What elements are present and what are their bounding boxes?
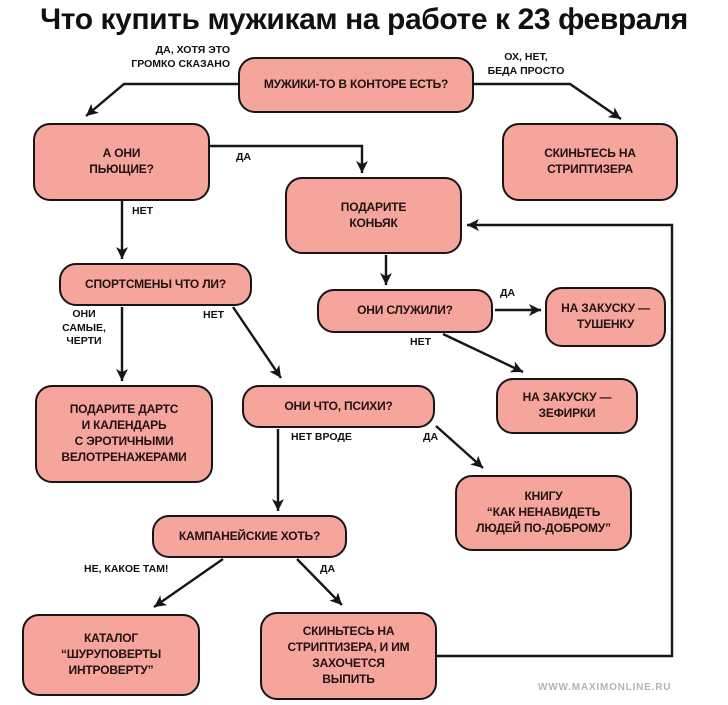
- node-result-catalog: КАТАЛОГ “ШУРУПОВЕРТЫ ИНТРОВЕРТУ”: [22, 614, 200, 696]
- node-result-stripper: СКИНЬТЕСЬ НА СТРИПТИЗЕРА: [502, 123, 678, 201]
- edge-label-drink-no: НЕТ: [132, 205, 153, 217]
- edge-label-company-yes: ДА: [320, 563, 336, 575]
- edge-label-exist-no: ОХ, НЕТ, БЕДА ПРОСТО: [487, 51, 565, 77]
- edge-stripper2-to-cognac-feedback: [437, 219, 674, 658]
- node-question-sociable: КАМПАНЕЙСКИЕ ХОТЬ?: [152, 515, 347, 558]
- node-result-zefirki: НА ЗАКУСКУ — ЗЕФИРКИ: [496, 378, 638, 434]
- edge-label-drink-yes: ДА: [236, 151, 252, 163]
- node-question-sportsmen: СПОРТСМЕНЫ ЧТО ЛИ?: [59, 263, 252, 306]
- edge-label-exist-yes: ДА, ХОТЯ ЭТО ГРОМКО СКАЗАНО: [131, 44, 230, 70]
- edge-sport-to-psycho: [232, 306, 282, 379]
- edge-label-sport-no: НЕТ: [203, 309, 224, 321]
- edge-exist-to-stripper1: [472, 82, 622, 120]
- node-result-book: КНИГУ “КАК НЕНАВИДЕТЬ ЛЮДЕЙ ПО-ДОБРОМУ”: [455, 475, 632, 551]
- edge-label-company-no: НЕ, КАКОЕ ТАМ!: [84, 563, 169, 575]
- edge-army-to-zefirki: [442, 332, 524, 374]
- node-question-drinkers: А ОНИ ПЬЮЩИЕ?: [33, 123, 210, 201]
- node-result-stripper-drink: СКИНЬТЕСЬ НА СТРИПТИЗЕРА, И ИМ ЗАХОЧЕТСЯ…: [260, 612, 437, 700]
- edge-psycho-to-book: [435, 425, 484, 469]
- node-result-cognac: ПОДАРИТЕ КОНЬЯК: [285, 177, 462, 254]
- edge-label-psycho-yes: ДА: [423, 431, 439, 443]
- edge-exist-to-drink: [85, 82, 240, 117]
- edge-drink-to-cognac: [208, 144, 368, 173]
- site-watermark: WWW.MAXIMONLINE.RU: [538, 682, 672, 693]
- edge-label-psycho-no: НЕТ ВРОДЕ: [291, 431, 352, 443]
- edge-label-sport-yes: ОНИ САМЫЕ, ЧЕРТИ: [62, 308, 106, 348]
- node-question-psycho: ОНИ ЧТО, ПСИХИ?: [242, 385, 435, 428]
- edge-label-army-yes: ДА: [500, 287, 516, 299]
- edge-company-to-catalog: [153, 558, 224, 608]
- edge-company-to-stripper2: [296, 558, 343, 606]
- node-result-tushenka: НА ЗАКУСКУ — ТУШЕНКУ: [545, 287, 666, 347]
- page-title: Что купить мужикам на работе к 23 феврал…: [40, 3, 688, 36]
- node-result-darts-calendar: ПОДАРИТЕ ДАРТС И КАЛЕНДАРЬ С ЭРОТИЧНЫМИ …: [35, 385, 213, 483]
- node-question-men-exist: МУЖИКИ-ТО В КОНТОРЕ ЕСТЬ?: [238, 57, 474, 113]
- edge-label-army-no: НЕТ: [410, 336, 431, 348]
- node-question-army: ОНИ СЛУЖИЛИ?: [317, 289, 493, 333]
